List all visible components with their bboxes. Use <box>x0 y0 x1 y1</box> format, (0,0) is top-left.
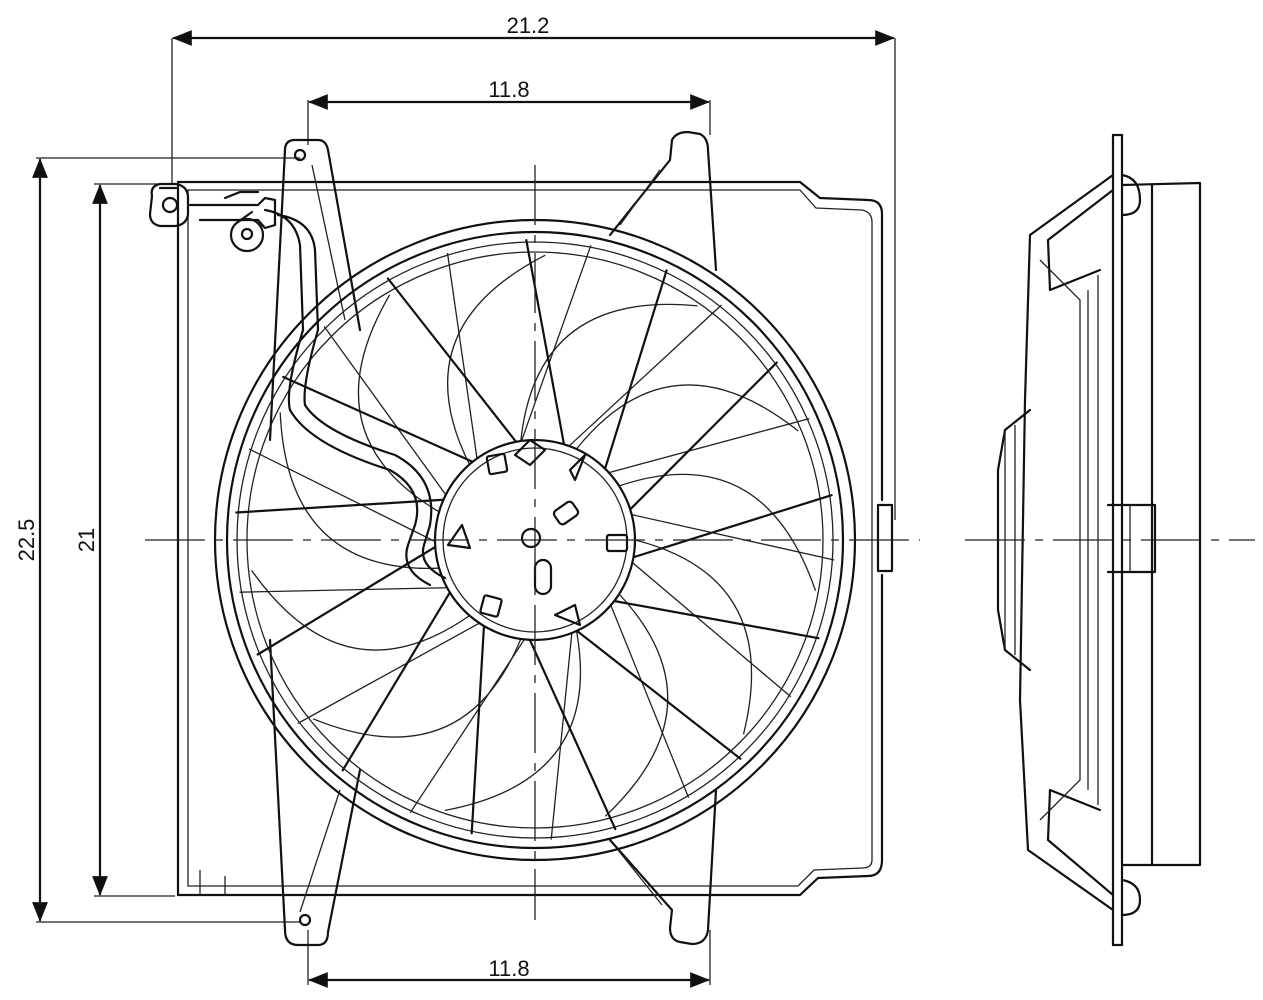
dimension-overall-height: 22.5 <box>14 157 300 923</box>
fan-spoke <box>526 633 617 831</box>
fan-spoke <box>235 498 451 514</box>
fan-blade <box>357 294 440 513</box>
dimension-mount-span-bottom: 11.8 <box>307 930 711 988</box>
fan-spoke-brace <box>518 245 592 447</box>
fan-spoke-brace <box>323 326 450 500</box>
dim-label-shroud-height: 21 <box>74 528 99 552</box>
fan-spoke <box>525 239 567 451</box>
fan-spoke-brace <box>297 619 485 725</box>
grommet-clip <box>229 210 265 253</box>
fan-blade <box>444 630 581 812</box>
side-view <box>965 133 1255 947</box>
mounting-bracket-bottom-right <box>608 788 718 946</box>
dim-label-overall-width: 21.2 <box>507 13 550 38</box>
dimension-shroud-height: 21 <box>74 183 175 897</box>
fan-blade <box>447 254 546 465</box>
mounting-bracket-top-left <box>268 138 362 442</box>
fan-spoke-brace <box>239 586 453 593</box>
electrical-connector <box>148 182 190 228</box>
fan-spoke <box>341 586 454 772</box>
fan-blade <box>312 638 522 738</box>
mounting-bracket-bottom-left <box>268 638 362 947</box>
fan-spokes <box>235 239 835 840</box>
dim-label-overall-height: 22.5 <box>14 519 39 562</box>
fan-spoke <box>256 542 442 656</box>
fan-blade <box>251 570 470 651</box>
fan-spoke <box>386 277 521 448</box>
fan-spoke <box>602 269 668 476</box>
fan-spoke-brace <box>626 512 835 561</box>
fan-spoke-brace <box>564 304 722 451</box>
fan-blade <box>520 303 698 442</box>
fan-spoke-brace <box>603 417 810 475</box>
fan-spoke-brace <box>608 599 690 798</box>
fan-blade <box>634 539 753 735</box>
dim-label-mount-span-bottom: 11.8 <box>488 956 529 981</box>
fan-blade <box>618 473 817 591</box>
fan-spoke <box>607 598 820 640</box>
fan-spoke <box>625 361 778 515</box>
front-view <box>145 130 920 947</box>
fan-spoke-brace <box>248 448 441 545</box>
fan-spoke <box>470 619 486 835</box>
dimension-mount-span-top: 11.8 <box>307 77 711 145</box>
fan-spoke <box>282 375 479 466</box>
dimension-overall-width: 21.2 <box>171 13 896 520</box>
fan-spoke-brace <box>627 558 792 698</box>
fan-blade <box>575 384 799 450</box>
fan-spoke-brace <box>550 627 574 840</box>
fan-spoke-brace <box>446 252 479 465</box>
fan-spoke <box>571 626 742 760</box>
fan-spoke-brace <box>409 634 529 814</box>
wire-harness <box>188 190 447 587</box>
mounting-bracket-top-right <box>608 130 718 272</box>
fan-blade <box>604 593 669 817</box>
dim-label-mount-span-top: 11.8 <box>488 77 529 102</box>
fan-shroud <box>176 180 894 897</box>
front-view-centerlines <box>145 165 920 920</box>
fan-spoke <box>626 494 833 561</box>
